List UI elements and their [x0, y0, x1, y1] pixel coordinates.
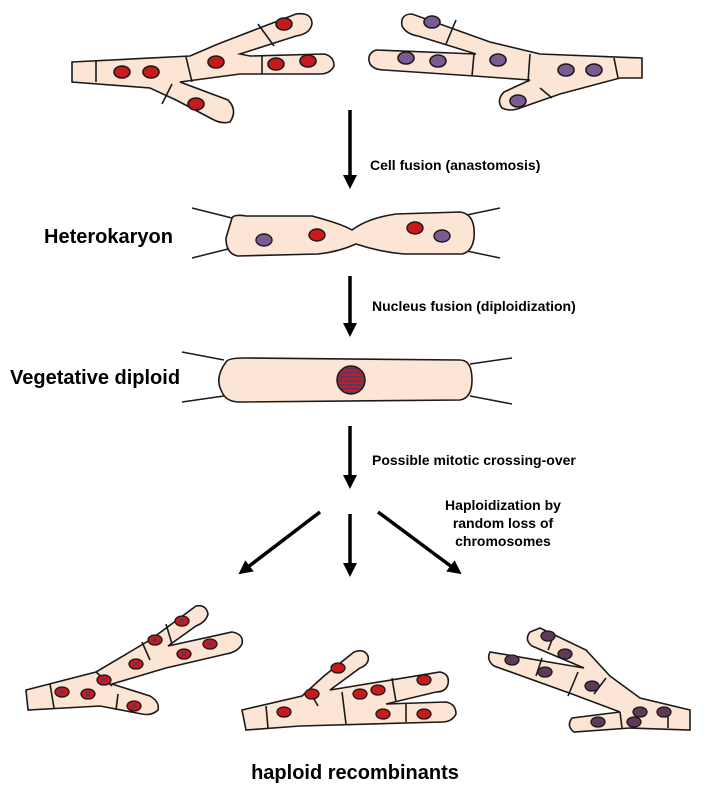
label-heterokaryon: Heterokaryon	[44, 226, 173, 248]
recombinant-right-hypha	[487, 627, 691, 733]
nucleus-purple	[255, 233, 273, 247]
label-crossing-over: Possible mitotic crossing-over	[372, 452, 576, 468]
diploid-nucleus	[336, 365, 366, 395]
diploid-cell	[181, 351, 513, 405]
nucleus-red	[406, 221, 424, 235]
label-cell-fusion: Cell fusion (anastomosis)	[370, 157, 540, 173]
nucleus-red	[308, 228, 326, 242]
top-left-hypha-red	[71, 12, 335, 124]
label-haploidization-3: chromosomes	[455, 533, 551, 549]
arrow-left	[238, 510, 322, 575]
label-haploid-recombinants: haploid recombinants	[251, 762, 459, 784]
label-vegetative-diploid: Vegetative diploid	[10, 367, 180, 389]
heterokaryon-cell	[191, 207, 501, 259]
label-nucleus-fusion: Nucleus fusion (diploidization)	[372, 298, 576, 314]
arrow-right	[376, 510, 462, 575]
recombinant-center-hypha	[241, 649, 457, 731]
recombinant-left-hypha	[25, 604, 244, 716]
top-right-hypha-purple	[368, 13, 643, 111]
label-haploidization-1: Haploidization by	[445, 497, 561, 513]
nucleus-purple	[433, 229, 451, 243]
label-haploidization-2: random loss of	[453, 515, 554, 531]
